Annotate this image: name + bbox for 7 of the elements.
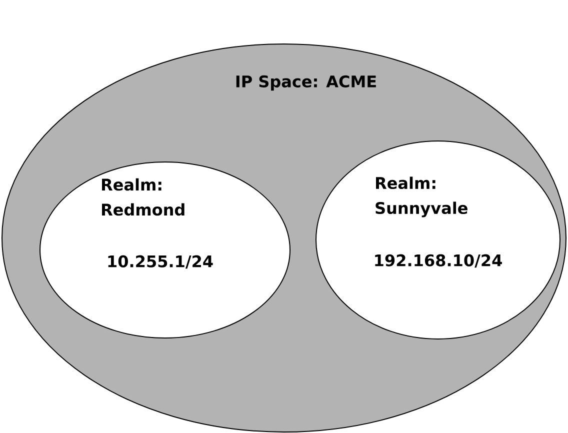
ellipse-text: 192.168.10/24 xyxy=(375,254,502,268)
ellipse-text: Realm: Sunnyvale xyxy=(376,176,468,218)
title: IP Space: ACME xyxy=(236,75,376,91)
ellipse-text: Realm: Redmond xyxy=(102,178,184,216)
realm-ellipse xyxy=(316,140,560,340)
ellipse-text: 10.255.1/24 xyxy=(108,255,213,269)
realm-ellipse xyxy=(40,162,290,338)
